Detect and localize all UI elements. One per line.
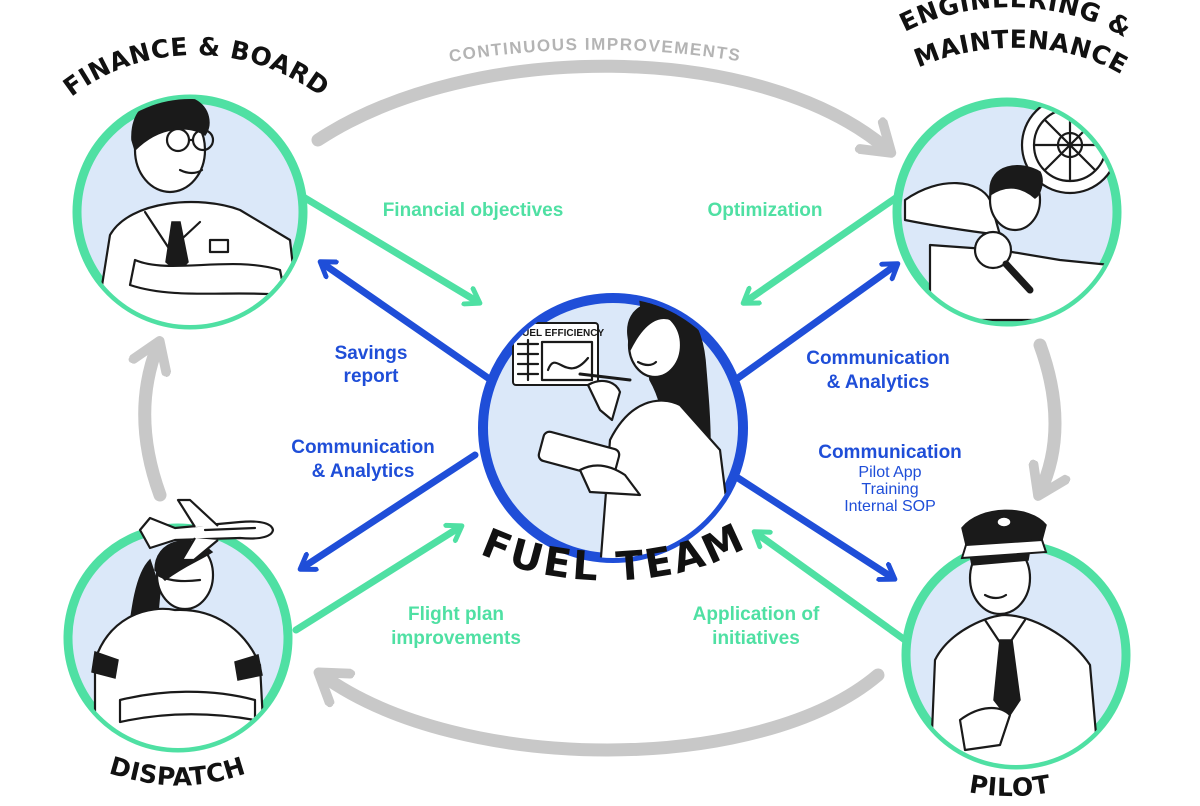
finance-title: FINANCE & BOARD xyxy=(58,32,335,102)
arrow-financial-objectives xyxy=(296,191,478,302)
arrow-comm-pilot xyxy=(734,474,893,578)
label-savings-line2: report xyxy=(344,366,400,387)
label-comm-pilot-title: Communication xyxy=(818,442,962,463)
engineering-title-line2: MAINTENANCE xyxy=(910,25,1133,80)
fuel-efficiency-board xyxy=(512,322,599,386)
dispatch-person-illustration xyxy=(91,539,267,748)
label-comm-pilot-item-3: Internal SOP xyxy=(844,498,936,515)
label-comm-engineering-line2: & Analytics xyxy=(827,372,930,393)
continuous-improvement-cycle: CONTINUOUS IMPROVEMENTS xyxy=(145,35,1055,757)
node-fuel-team: FUEL EFFICIENCY FUEL TEAM xyxy=(475,293,750,591)
cycle-arrow-top xyxy=(311,59,888,150)
airplane-illustration xyxy=(138,498,275,562)
pilot-person-illustration xyxy=(928,545,1102,765)
pilot-title: PILOT xyxy=(967,769,1052,802)
arrow-flight-plan xyxy=(292,527,460,634)
arrow-savings-report xyxy=(322,263,492,382)
blue-arrows xyxy=(302,263,896,578)
dispatch-title: DISPATCH xyxy=(106,751,248,792)
node-finance: FINANCE & BOARD xyxy=(58,32,335,330)
node-dispatch: DISPATCH xyxy=(63,498,293,792)
label-financial-objectives: Financial objectives xyxy=(383,200,564,221)
label-flight-plan-line1: Flight plan xyxy=(408,604,504,625)
edge-labels: Financial objectives Optimization Saving… xyxy=(291,200,962,649)
label-optimization: Optimization xyxy=(707,200,822,221)
arrow-comm-dispatch xyxy=(302,451,479,568)
label-comm-pilot-item-1: Pilot App xyxy=(858,464,921,481)
label-comm-dispatch-line1: Communication xyxy=(291,437,435,458)
cycle-arrow-bottom xyxy=(322,675,885,757)
label-savings-line1: Savings xyxy=(335,343,408,364)
label-flight-plan-line2: improvements xyxy=(391,628,521,649)
arrow-optimization xyxy=(745,191,904,302)
label-comm-pilot-item-2: Training xyxy=(861,481,918,498)
label-comm-dispatch-line2: & Analytics xyxy=(312,461,415,482)
node-engineering: ENGINEERING & MAINTENANCE xyxy=(892,0,1136,327)
node-pilot: PILOT xyxy=(901,509,1131,802)
cycle-arrow-right xyxy=(1040,338,1055,492)
label-application-line2: initiatives xyxy=(712,628,800,649)
arrow-application xyxy=(756,533,909,644)
cycle-arrow-left xyxy=(145,345,160,502)
fuel-efficiency-board-title: FUEL EFFICIENCY xyxy=(516,328,604,339)
green-arrows xyxy=(292,191,909,644)
label-application-line1: Application of xyxy=(693,604,820,625)
arrow-comm-engineering xyxy=(734,265,896,382)
label-comm-engineering-line1: Communication xyxy=(806,348,950,369)
pilot-cap-illustration xyxy=(960,509,1048,560)
finance-person-illustration xyxy=(93,99,302,325)
